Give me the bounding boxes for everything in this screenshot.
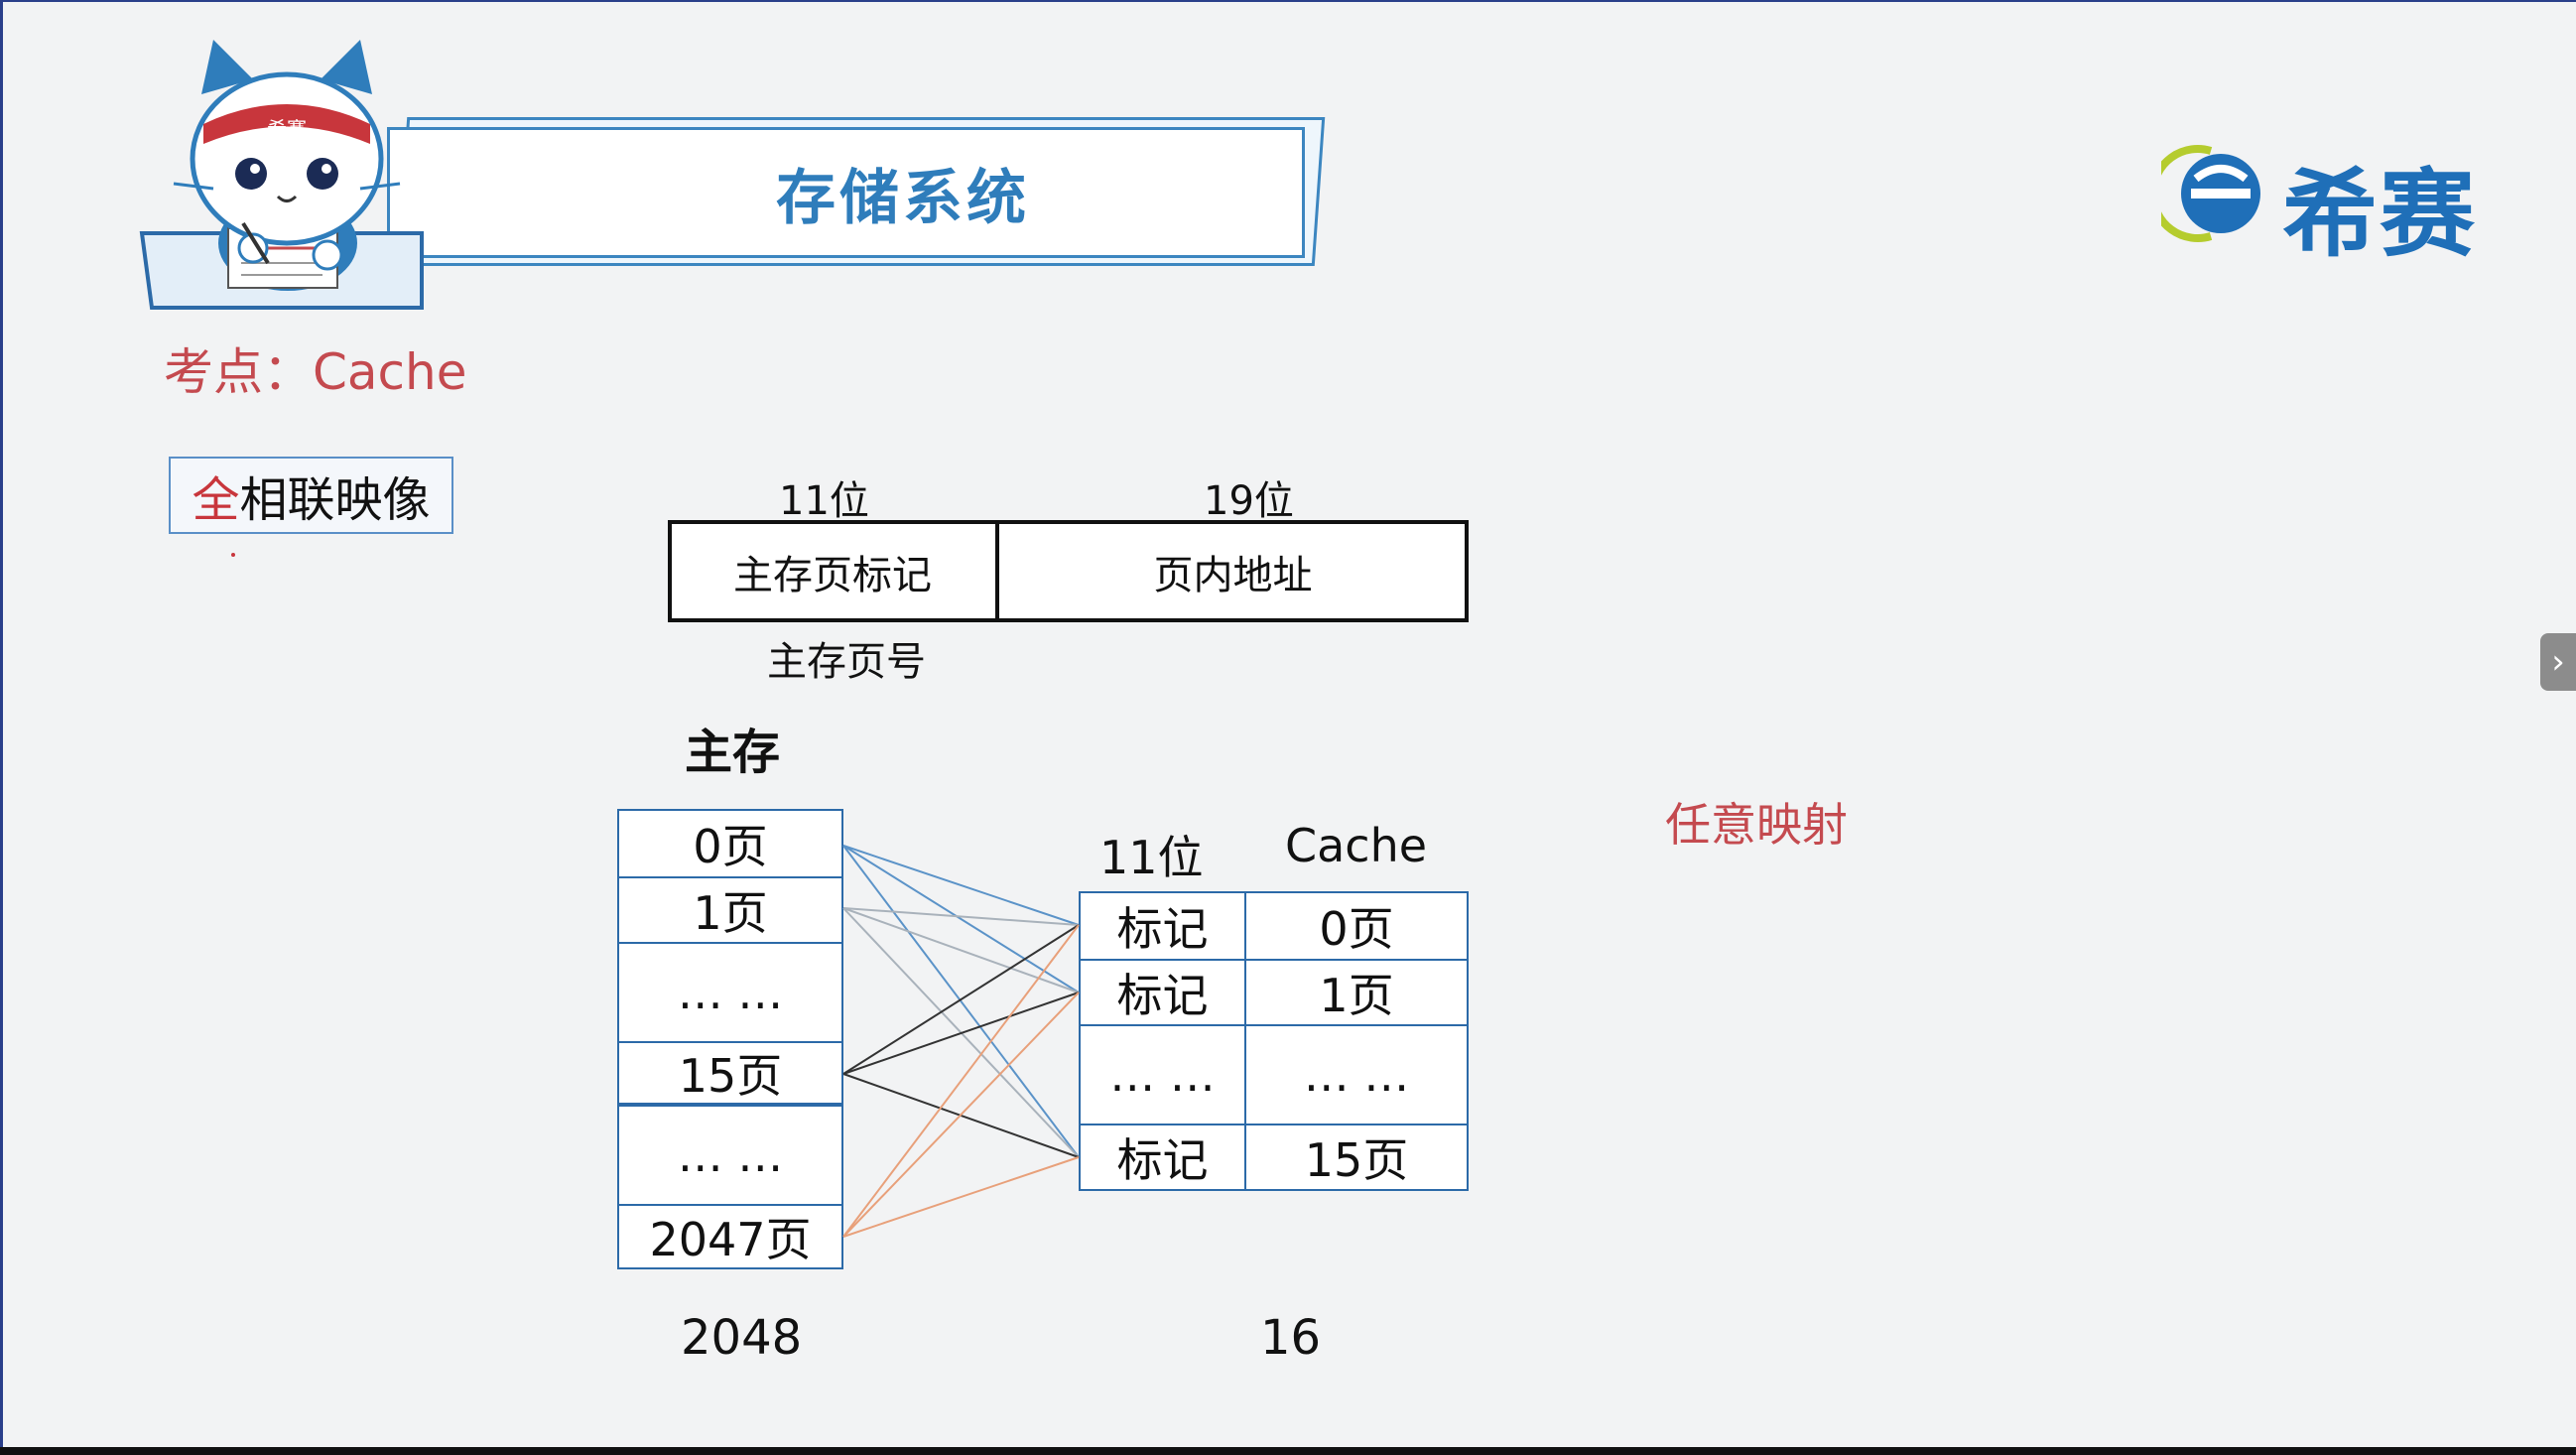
arbitrary-mapping-note: 任意映射	[1665, 798, 1848, 852]
chevron-right-icon: ›	[2551, 642, 2565, 682]
main-memory-row: … …	[617, 1105, 843, 1206]
topic-label: 考点：Cache	[164, 343, 467, 401]
bottom-bar	[0, 1447, 2576, 1455]
cache-tag-cell: … …	[1079, 1024, 1246, 1125]
address-format-box	[668, 520, 1469, 622]
main-memory-row: 2047页	[617, 1204, 843, 1269]
map-line-2047	[842, 1156, 1080, 1238]
map-line-15	[842, 924, 1080, 1075]
map-line-0	[842, 845, 1080, 1158]
main-memory-title: 主存	[685, 725, 781, 780]
cache-page-cell: 0页	[1244, 891, 1469, 961]
title-banner	[387, 127, 1305, 258]
map-line-15	[842, 992, 1080, 1075]
cache-tag-cell: 标记	[1079, 891, 1246, 961]
bits-left-label: 11位	[779, 478, 869, 524]
cache-page-cell: … …	[1244, 1024, 1469, 1125]
map-line-1	[842, 907, 1080, 926]
mapping-type-tag: 全相联映像	[169, 457, 453, 534]
mascot-cat-icon: 希赛	[139, 40, 424, 310]
cache-count: 16	[1260, 1310, 1322, 1366]
main-memory-row: … …	[617, 942, 843, 1043]
map-line-1	[842, 907, 1080, 993]
main-memory-row: 1页	[617, 876, 843, 944]
bits-right-label: 19位	[1204, 478, 1294, 524]
cache-page-cell: 15页	[1244, 1124, 1469, 1191]
map-line-2047	[842, 992, 1080, 1238]
cache-page-cell: 1页	[1244, 959, 1469, 1026]
address-format-divider	[995, 520, 999, 622]
cache-tag-cell: 标记	[1079, 959, 1246, 1026]
brand-logo-text: 希赛	[2282, 159, 2477, 270]
page-title: 存储系统	[776, 163, 1030, 233]
side-panel-toggle[interactable]: ›	[2540, 633, 2576, 691]
field-page-offset: 页内地址	[1153, 552, 1313, 598]
cache-tag-bits-label: 11位	[1099, 831, 1204, 884]
main-memory-count: 2048	[681, 1310, 803, 1366]
tag-highlight: 全	[192, 472, 240, 528]
cache-tag-cell: 标记	[1079, 1124, 1246, 1191]
map-line-0	[842, 845, 1080, 926]
main-page-number-label: 主存页号	[767, 639, 926, 685]
cache-title: Cache	[1285, 819, 1428, 872]
main-memory-row: 15页	[617, 1041, 843, 1107]
map-line-2047	[842, 924, 1080, 1238]
brand-logo-icon	[2161, 145, 2260, 242]
svg-text:希赛: 希赛	[267, 117, 307, 141]
field-page-tag: 主存页标记	[733, 552, 932, 598]
map-line-0	[842, 845, 1080, 993]
marker-dot	[231, 553, 235, 557]
tag-rest: 相联映像	[239, 472, 431, 528]
